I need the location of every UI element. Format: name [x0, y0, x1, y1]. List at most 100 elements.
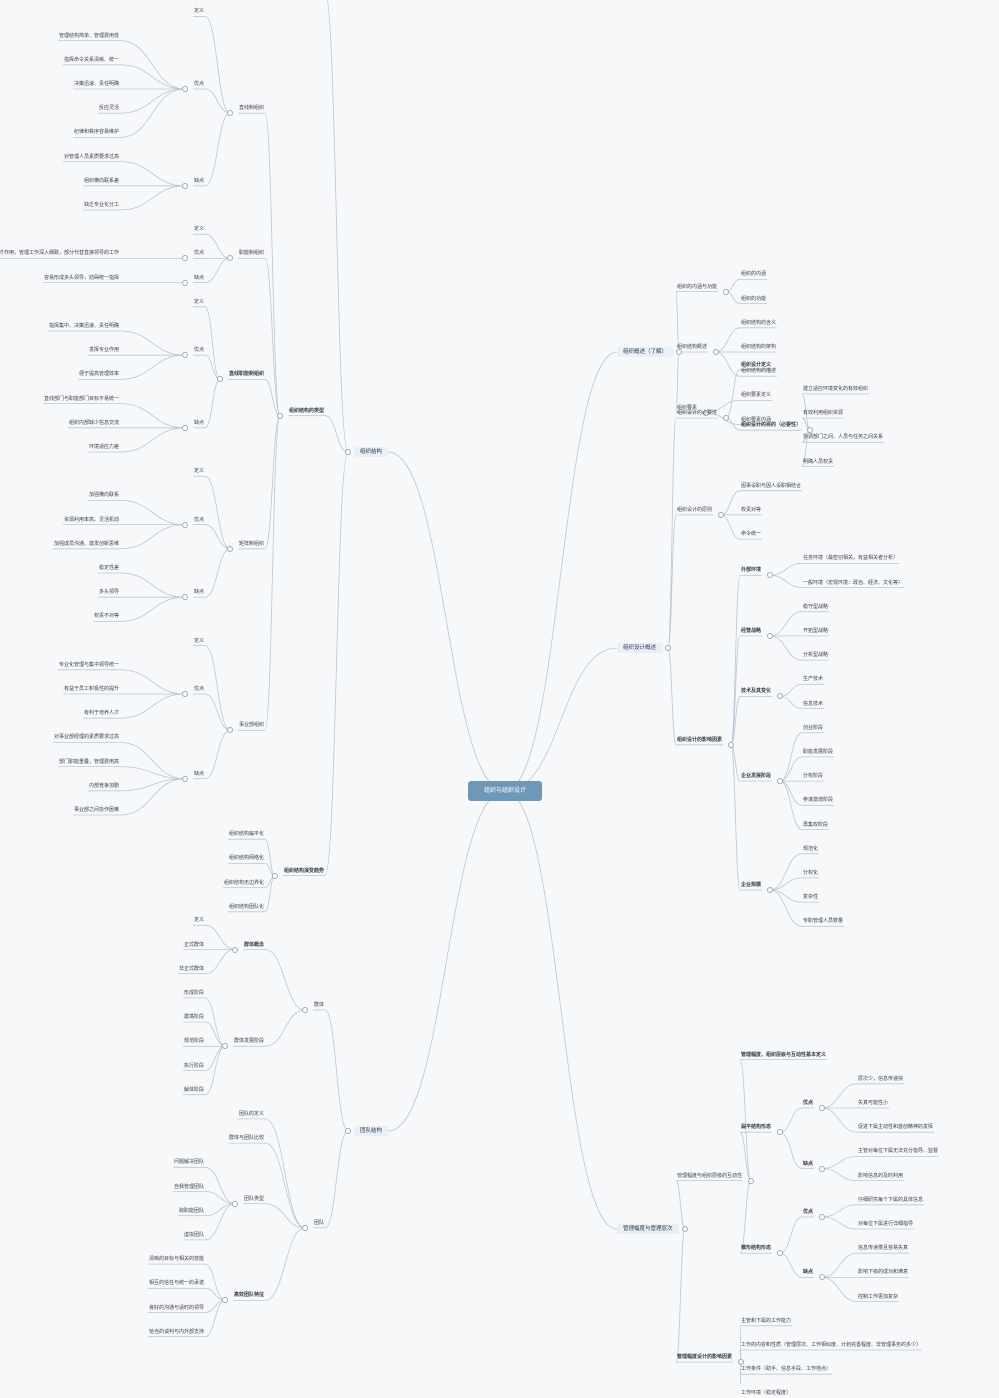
- subtopic-node[interactable]: 加强成员沟通、激发创新思维: [53, 540, 119, 547]
- collapse-toggle-icon[interactable]: [819, 1213, 825, 1220]
- subtopic-node[interactable]: 工作的内容和性质（管理层次、工作相似度、计划完善程度、非管理事务的多少）: [741, 1342, 922, 1348]
- subtopic-node[interactable]: 缺点: [803, 1269, 814, 1276]
- subtopic-node[interactable]: 组织结构扁平化: [228, 831, 264, 838]
- subtopic-node[interactable]: 定义: [193, 298, 204, 305]
- subtopic-node[interactable]: 内部竞争加剧: [88, 782, 119, 789]
- collapse-toggle-icon[interactable]: [272, 872, 278, 879]
- subtopic-node[interactable]: 正式群体: [183, 941, 204, 948]
- subtopic-node[interactable]: 建立适应环境变化的有效组织: [803, 385, 869, 392]
- topic-node[interactable]: 组织结构的类型: [288, 407, 324, 414]
- subtopic-node[interactable]: 组织内部缺少信息交流: [68, 419, 119, 426]
- collapse-toggle-icon[interactable]: [777, 1250, 783, 1257]
- subtopic-node[interactable]: 充分发挥专业人才作用，管理工作深入细致，部分代替直接领导的工作: [0, 250, 119, 257]
- subtopic-node[interactable]: 直线部门与职能部门目标不易统一: [43, 395, 119, 402]
- collapse-toggle-icon[interactable]: [738, 1359, 744, 1366]
- collapse-toggle-icon[interactable]: [222, 1043, 228, 1050]
- collapse-toggle-icon[interactable]: [682, 1226, 688, 1232]
- subtopic-node[interactable]: 缺点: [193, 274, 204, 281]
- topic-node[interactable]: 群体: [313, 1002, 324, 1008]
- subtopic-node[interactable]: 组织结构无边界化: [223, 879, 264, 886]
- collapse-toggle-icon[interactable]: [807, 427, 813, 434]
- topic-node[interactable]: 管理幅度设计的影响因素: [677, 1354, 733, 1361]
- collapse-toggle-icon[interactable]: [182, 255, 188, 262]
- collapse-toggle-icon[interactable]: [676, 349, 682, 355]
- subtopic-node[interactable]: 震荡阶段: [183, 1014, 204, 1021]
- subtopic-node[interactable]: 清晰的目标与相关的技能: [148, 1256, 204, 1263]
- subtopic-node[interactable]: 层次少，信息传递快: [858, 1075, 904, 1082]
- subtopic-node[interactable]: 定义: [193, 226, 204, 233]
- subtopic-node[interactable]: 团队类型: [243, 1195, 264, 1202]
- collapse-toggle-icon[interactable]: [227, 727, 233, 734]
- subtopic-node[interactable]: 定义: [193, 8, 204, 15]
- collapse-toggle-icon[interactable]: [713, 349, 719, 355]
- collapse-toggle-icon[interactable]: [182, 691, 188, 697]
- subtopic-node[interactable]: 有利于培养人才: [83, 710, 119, 717]
- subtopic-node[interactable]: 定义: [193, 637, 204, 644]
- subtopic-node[interactable]: 优点: [193, 686, 204, 692]
- subtopic-node[interactable]: 专业化管理与集中领导统一: [58, 661, 119, 668]
- collapse-toggle-icon[interactable]: [718, 511, 724, 518]
- collapse-toggle-icon[interactable]: [227, 255, 233, 262]
- subtopic-node[interactable]: 缺乏专业化分工: [83, 202, 119, 208]
- collapse-toggle-icon[interactable]: [777, 693, 783, 700]
- subtopic-node[interactable]: 失真可能性小: [858, 1100, 889, 1106]
- subtopic-node[interactable]: 参谋激增阶段: [803, 797, 834, 804]
- subtopic-node[interactable]: 矩阵制组织: [238, 540, 264, 547]
- subtopic-node[interactable]: 直线制组织: [238, 105, 264, 112]
- subtopic-node[interactable]: 分权化: [803, 869, 819, 876]
- subtopic-node[interactable]: 虚拟团队: [183, 1231, 204, 1238]
- subtopic-node[interactable]: 稳守型战略: [803, 603, 829, 610]
- subtopic-node[interactable]: 群体概念: [243, 941, 264, 948]
- topic-node[interactable]: 团队: [313, 1219, 324, 1226]
- collapse-toggle-icon[interactable]: [182, 775, 188, 782]
- subtopic-node[interactable]: 专职管理人员数量: [803, 918, 844, 925]
- subtopic-node[interactable]: 缺点: [193, 770, 204, 777]
- subtopic-node[interactable]: 信息传递慢且容易失真: [858, 1245, 909, 1252]
- subtopic-node[interactable]: 执行阶段: [183, 1062, 204, 1069]
- subtopic-node[interactable]: 群体发展阶段: [233, 1038, 264, 1045]
- subtopic-node[interactable]: 促进下属主动性和首创精神的发挥: [858, 1124, 934, 1131]
- collapse-toggle-icon[interactable]: [302, 1224, 308, 1231]
- subtopic-node[interactable]: 组织结构网络化: [228, 855, 264, 862]
- collapse-toggle-icon[interactable]: [217, 376, 223, 383]
- subtopic-node[interactable]: 资源利用率高、灵活机动: [63, 516, 119, 523]
- subtopic-node[interactable]: 组织要素内涵: [741, 416, 772, 423]
- subtopic-node[interactable]: 团队的定义: [238, 1110, 264, 1117]
- subtopic-node[interactable]: 组织的内涵: [741, 271, 767, 278]
- topic-node[interactable]: 组织设计的原则: [677, 506, 713, 513]
- subtopic-node[interactable]: 工作环境（稳定程度）: [741, 1390, 792, 1397]
- subtopic-node[interactable]: 恰当的谈判与内外部支持: [148, 1328, 204, 1335]
- subtopic-node[interactable]: 高效团队特征: [233, 1292, 264, 1299]
- subtopic-node[interactable]: 明确人员权责: [803, 458, 834, 465]
- subtopic-node[interactable]: 优点: [803, 1100, 814, 1106]
- subtopic-node[interactable]: 主管对每位下属无法充分指导、监督: [858, 1148, 939, 1155]
- subtopic-node[interactable]: 管理结构简单、管理费用低: [58, 32, 119, 39]
- collapse-toggle-icon[interactable]: [182, 424, 188, 431]
- subtopic-node[interactable]: 组织结构团队化: [228, 903, 264, 910]
- collapse-toggle-icon[interactable]: [728, 741, 734, 748]
- subtopic-node[interactable]: 定义: [193, 468, 204, 475]
- collapse-toggle-icon[interactable]: [182, 594, 188, 601]
- subtopic-node[interactable]: 定义: [193, 917, 204, 924]
- subtopic-node[interactable]: 创业阶段: [803, 724, 824, 731]
- subtopic-node[interactable]: 多头领导: [98, 589, 119, 596]
- subtopic-node[interactable]: 组织结构的描述: [741, 368, 777, 375]
- subtopic-node[interactable]: 对每位下属进行详细指导: [858, 1221, 914, 1227]
- collapse-toggle-icon[interactable]: [703, 409, 709, 416]
- topic-node[interactable]: 组织设计的必要性: [677, 410, 718, 417]
- left-branch-topic[interactable]: 组织结构: [354, 447, 389, 457]
- subtopic-node[interactable]: 形成阶段: [183, 989, 204, 996]
- topic-node[interactable]: 组织要素: [677, 404, 698, 411]
- subtopic-node[interactable]: 管理幅度、组织层级与互动性基本定义: [741, 1051, 827, 1058]
- collapse-toggle-icon[interactable]: [277, 412, 283, 419]
- subtopic-node[interactable]: 生产技术: [803, 676, 824, 683]
- subtopic-node[interactable]: 锥形结构形态: [741, 1245, 772, 1252]
- right-branch-topic[interactable]: 组织概述（了解）: [617, 347, 674, 357]
- collapse-toggle-icon[interactable]: [227, 110, 233, 117]
- subtopic-node[interactable]: 组织结构的架构: [741, 344, 777, 350]
- collapse-toggle-icon[interactable]: [723, 288, 729, 295]
- topic-node[interactable]: 组织设计的影响因素: [677, 736, 723, 743]
- subtopic-node[interactable]: 一般环境（宏观环境：政治、经济、文化等）: [803, 579, 904, 586]
- subtopic-node[interactable]: 复杂性: [803, 894, 819, 901]
- collapse-toggle-icon[interactable]: [767, 572, 773, 579]
